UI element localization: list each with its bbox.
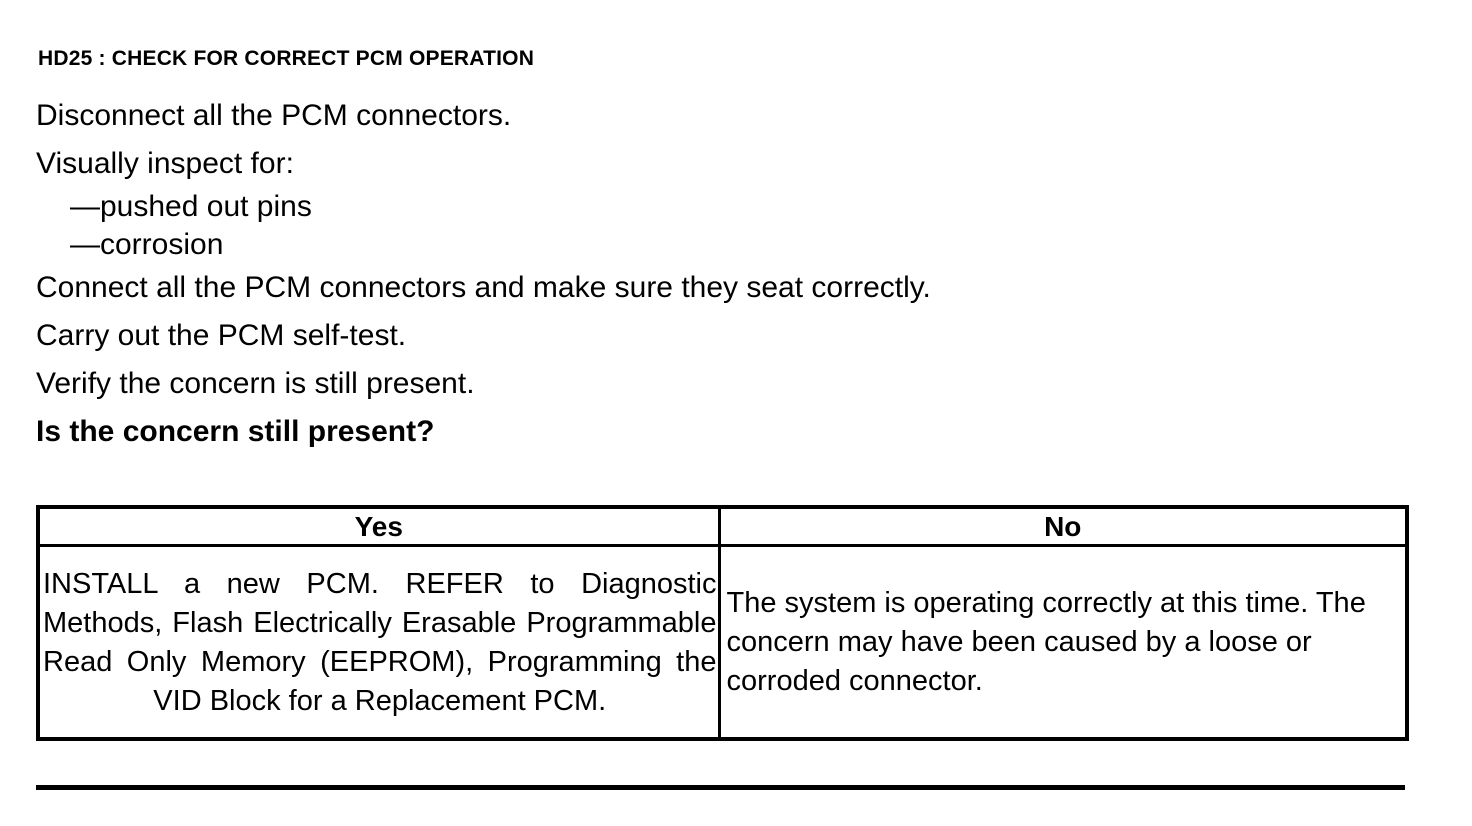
- decision-table: Yes No INSTALL a new PCM. REFER to Diagn…: [36, 505, 1409, 741]
- column-header-yes: Yes: [36, 505, 721, 547]
- table-header-row: Yes No: [36, 505, 1409, 547]
- column-header-no: No: [717, 505, 1409, 547]
- page-title: HD25 : CHECK FOR CORRECT PCM OPERATION: [38, 47, 535, 70]
- table-row: INSTALL a new PCM. REFER to Diagnostic M…: [36, 544, 1409, 741]
- no-action-text: The system is operating correctly at thi…: [726, 586, 1366, 697]
- table-cell-no: The system is operating correctly at thi…: [717, 544, 1409, 741]
- footer-divider: [36, 785, 1405, 790]
- instruction-bullet: —corrosion: [70, 228, 224, 261]
- yes-action-text: INSTALL a new PCM. REFER to Diagnostic M…: [43, 568, 717, 717]
- instruction-line: Carry out the PCM self-test.: [36, 319, 407, 352]
- instruction-list: Disconnect all the PCM connectors. Visua…: [36, 92, 1416, 456]
- instruction-line: Visually inspect for:: [36, 147, 294, 180]
- table-cell-yes: INSTALL a new PCM. REFER to Diagnostic M…: [36, 544, 721, 741]
- instruction-line: Verify the concern is still present.: [36, 367, 475, 400]
- instruction-line: Connect all the PCM connectors and make …: [36, 271, 931, 304]
- instruction-bullet: —pushed out pins: [70, 190, 312, 223]
- instruction-line: Disconnect all the PCM connectors.: [36, 99, 512, 132]
- decision-question: Is the concern still present?: [36, 415, 435, 448]
